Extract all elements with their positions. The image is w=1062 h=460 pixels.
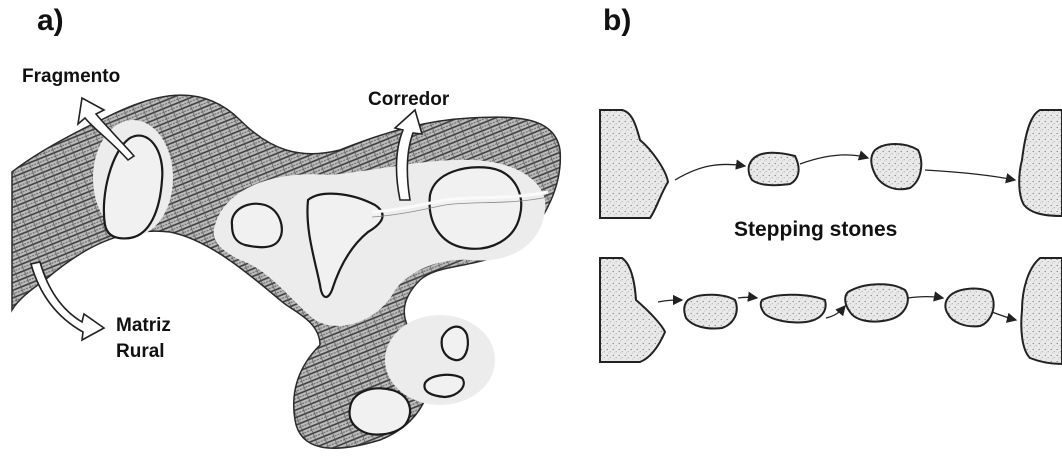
arrow-bottom-1 [658,300,682,302]
target-patch-top [1019,110,1062,216]
arrow-top-1 [675,164,745,180]
arrow-top-3 [925,170,1015,180]
arrow-bottom-4 [908,297,943,299]
arrow-bottom-2 [738,297,757,298]
corredor-label: Corredor [368,89,450,110]
round-patch [430,167,522,248]
lower-patch-3 [349,388,410,434]
panel-b: b) Stepping stones [600,4,1062,364]
panel-a-label: a) [37,4,64,37]
panel-b-label: b) [603,4,631,37]
arrow-top-2 [800,155,868,164]
target-patch-bottom [1021,258,1062,364]
panel-a: a) Fragmento Corredor Matriz Rural [12,4,560,448]
source-patch-top [600,110,668,218]
small-patch-1 [232,204,282,248]
source-patch-bottom [600,258,665,362]
stepping-stone-top-2 [871,144,921,189]
arrow-bottom-5 [992,312,1016,320]
stepping-stone-top-1 [749,153,799,185]
fragmento-label: Fragmento [22,66,120,87]
matriz-label: Matriz [116,315,171,336]
arrow-bottom-3 [826,306,845,318]
stepping-stone-bottom-4 [945,289,993,327]
stepping-stones-label: Stepping stones [734,218,897,241]
matrix-arrow [31,262,104,340]
stepping-stone-bottom-3 [845,284,908,321]
lower-patch-1 [442,327,468,361]
lower-patch-2 [424,375,463,397]
rural-label: Rural [116,341,165,362]
stepping-stone-bottom-1 [684,295,737,329]
stepping-stone-bottom-2 [761,295,826,323]
